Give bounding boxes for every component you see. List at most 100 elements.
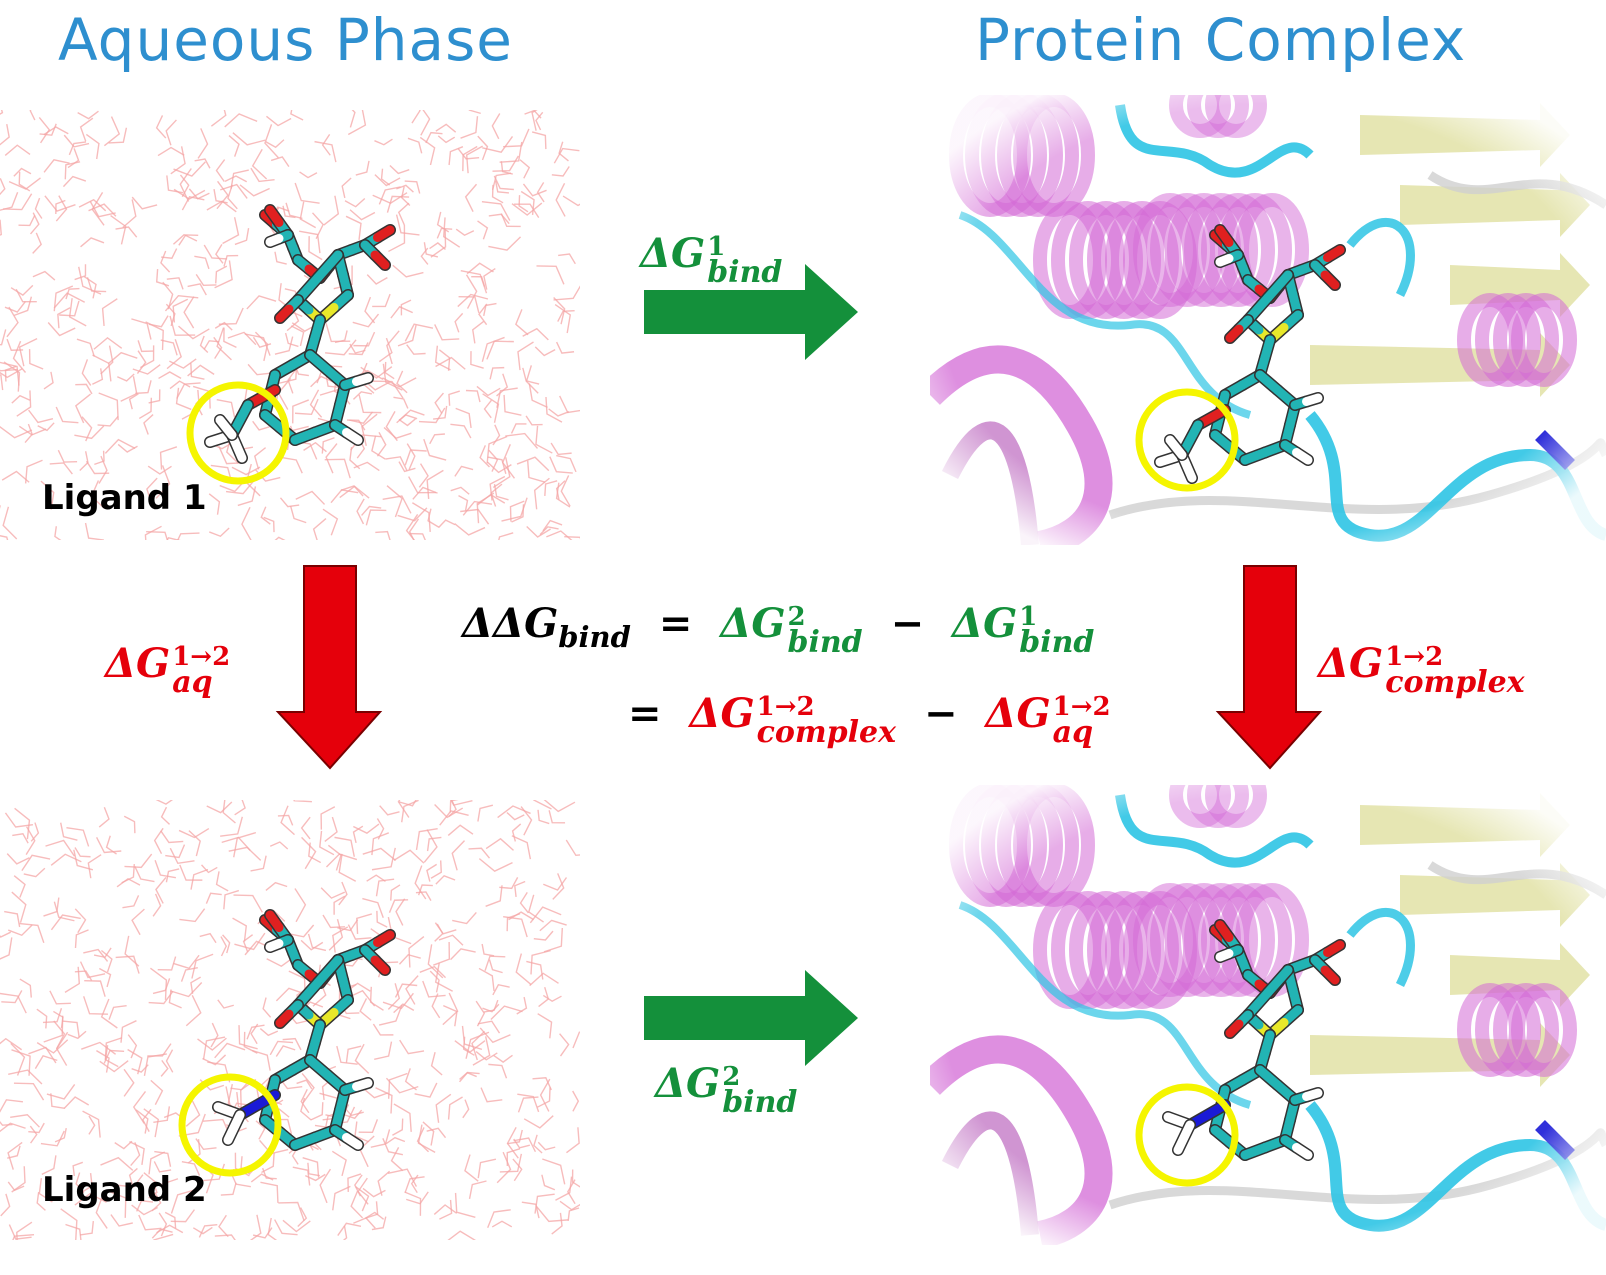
water-molecule bbox=[87, 854, 102, 879]
water-molecule bbox=[99, 967, 112, 988]
water-molecule bbox=[434, 345, 451, 371]
water-molecule bbox=[538, 986, 550, 1008]
water-molecule bbox=[481, 336, 505, 362]
water-molecule bbox=[198, 1224, 218, 1238]
water-molecule bbox=[214, 321, 233, 331]
water-molecule bbox=[179, 864, 203, 881]
water-molecule bbox=[376, 818, 385, 840]
water-molecule bbox=[233, 831, 257, 858]
water-molecule bbox=[4, 301, 26, 313]
water-molecule bbox=[232, 917, 248, 942]
water-molecule bbox=[531, 110, 538, 131]
water-molecule bbox=[10, 284, 34, 297]
water-molecule bbox=[454, 523, 486, 536]
eq-dg-complex-sub: complex bbox=[756, 715, 897, 750]
water-molecule bbox=[160, 1059, 169, 1077]
water-molecule bbox=[36, 1191, 46, 1211]
water-molecule bbox=[426, 1127, 447, 1139]
water-molecule bbox=[348, 342, 369, 356]
water-molecule bbox=[426, 469, 444, 500]
water-molecule bbox=[494, 180, 510, 194]
water-molecule bbox=[0, 426, 33, 439]
water-molecule bbox=[141, 1108, 152, 1132]
water-molecule bbox=[158, 1212, 168, 1237]
water-molecule bbox=[262, 997, 272, 1018]
water-molecule bbox=[429, 433, 445, 445]
water-molecule bbox=[274, 336, 294, 355]
water-molecule bbox=[137, 340, 154, 353]
water-molecule bbox=[246, 295, 277, 310]
water-molecule bbox=[253, 447, 267, 470]
water-molecule bbox=[345, 215, 362, 240]
water-molecule bbox=[222, 934, 231, 954]
water-molecule bbox=[362, 1187, 386, 1198]
water-molecule bbox=[506, 811, 525, 821]
water-molecule bbox=[252, 1227, 273, 1239]
water-molecule bbox=[400, 299, 412, 316]
water-molecule bbox=[338, 853, 357, 882]
water-molecule bbox=[387, 1168, 418, 1187]
water-molecule bbox=[309, 389, 323, 418]
water-molecule bbox=[270, 156, 290, 168]
water-molecule bbox=[375, 530, 391, 540]
water-molecule bbox=[147, 1043, 172, 1057]
water-molecule bbox=[353, 461, 380, 472]
water-molecule bbox=[491, 113, 501, 140]
water-molecule bbox=[492, 155, 519, 172]
water-molecule bbox=[401, 800, 419, 823]
water-molecule bbox=[60, 1208, 78, 1240]
water-molecule bbox=[539, 919, 567, 932]
water-molecule bbox=[131, 908, 145, 936]
bond bbox=[223, 1110, 245, 1145]
water-molecule bbox=[92, 368, 104, 385]
water-molecule bbox=[447, 1096, 463, 1120]
water-molecule bbox=[417, 1124, 436, 1153]
water-molecule bbox=[216, 399, 236, 418]
water-molecule bbox=[434, 922, 457, 935]
dg-bind-1-symbol: ΔG bbox=[640, 230, 706, 277]
water-molecule bbox=[78, 266, 102, 295]
water-molecule bbox=[448, 800, 457, 818]
water-molecule bbox=[215, 159, 226, 183]
water-molecule bbox=[251, 148, 268, 180]
water-molecule bbox=[511, 835, 532, 860]
water-molecule bbox=[104, 438, 136, 454]
water-molecule bbox=[414, 865, 427, 900]
water-molecule bbox=[482, 393, 500, 423]
water-molecule bbox=[483, 268, 496, 290]
water-molecule bbox=[385, 1136, 406, 1145]
water-molecule bbox=[369, 986, 384, 1011]
water-molecule bbox=[429, 970, 440, 993]
water-molecule bbox=[190, 363, 205, 380]
water-molecule bbox=[485, 885, 503, 907]
water-molecule bbox=[172, 298, 189, 323]
water-molecule bbox=[220, 816, 244, 837]
water-molecule bbox=[520, 806, 533, 836]
water-molecule bbox=[533, 930, 554, 941]
water-molecule bbox=[458, 495, 469, 511]
water-molecule bbox=[353, 331, 376, 347]
water-molecule bbox=[436, 227, 453, 239]
water-molecule bbox=[13, 875, 26, 898]
water-molecule bbox=[57, 449, 78, 463]
water-molecule bbox=[374, 138, 393, 146]
water-molecule bbox=[565, 839, 580, 857]
water-molecule bbox=[545, 396, 563, 423]
water-molecule bbox=[12, 340, 27, 373]
water-molecule bbox=[155, 268, 170, 287]
water-molecule bbox=[406, 443, 416, 470]
water-molecule bbox=[370, 1129, 391, 1148]
water-molecule bbox=[130, 1142, 141, 1167]
water-molecule bbox=[516, 456, 550, 472]
water-molecule bbox=[143, 1172, 179, 1186]
water-molecule bbox=[131, 196, 158, 210]
water-molecule bbox=[97, 415, 119, 427]
water-molecule bbox=[472, 1036, 491, 1066]
water-molecule bbox=[544, 480, 558, 496]
water-molecule bbox=[496, 373, 509, 397]
bond bbox=[265, 910, 284, 932]
eq-dg-aq-symbol: ΔG bbox=[985, 690, 1051, 737]
water-molecule bbox=[543, 877, 568, 891]
water-molecule bbox=[250, 167, 275, 183]
water-molecule bbox=[349, 343, 366, 354]
